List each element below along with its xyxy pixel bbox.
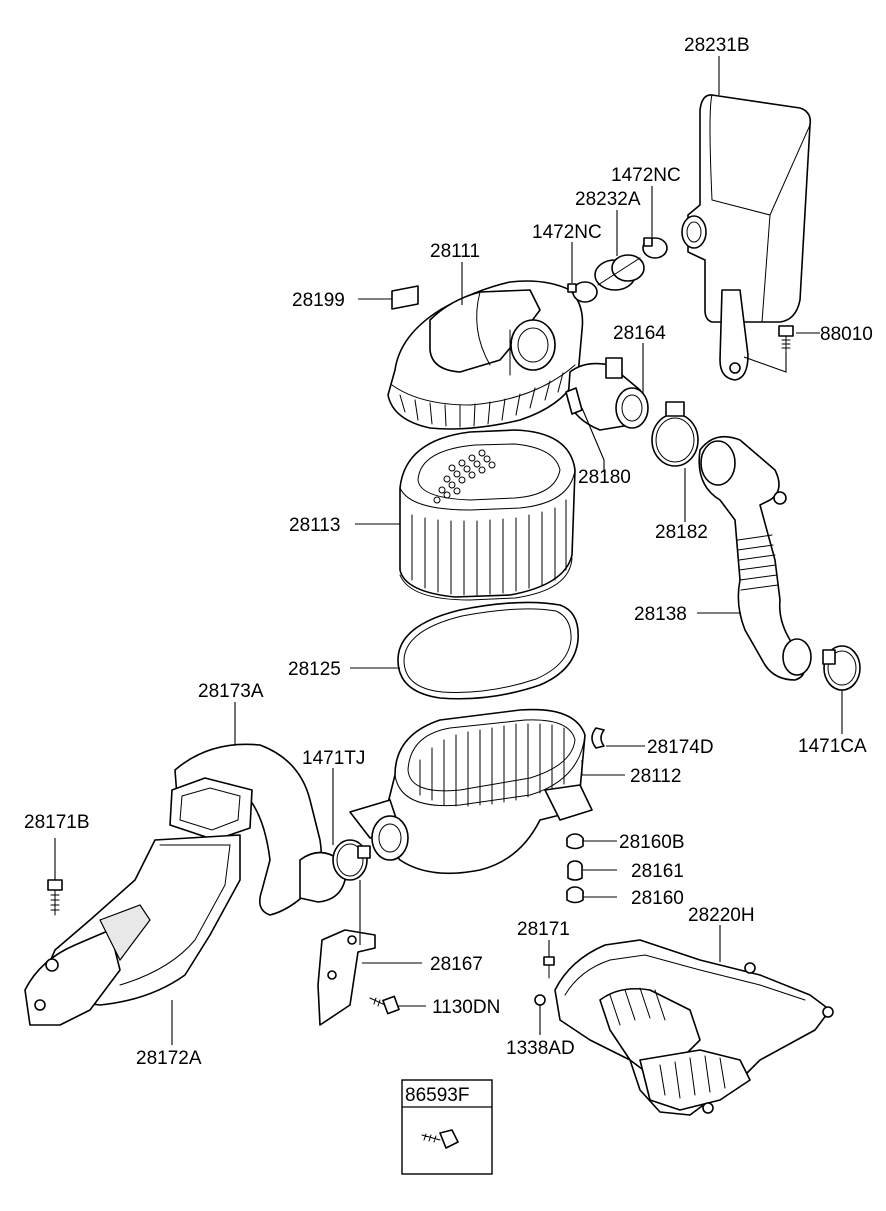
- label-28174D: 28174D: [647, 737, 714, 758]
- label-28160B: 28160B: [619, 832, 685, 853]
- label-1471CA: 1471CA: [798, 736, 867, 757]
- lower-housing-28112: [349, 708, 593, 875]
- label-1472NC-lower: 1472NC: [532, 222, 602, 243]
- label-28171: 28171: [517, 919, 570, 940]
- hose-clamp-1471TJ: [332, 839, 371, 881]
- intake-hose-28232A: [594, 254, 645, 291]
- label-88010: 88010: [820, 324, 873, 345]
- air-duct-28138: [698, 435, 812, 681]
- bolt-28171: [543, 956, 555, 979]
- lower-duct-28172A: [24, 834, 241, 1026]
- inset-box-86593F: [401, 1079, 493, 1175]
- label-28173A: 28173A: [198, 681, 264, 702]
- resonator-28231B: [681, 94, 812, 381]
- cover-28220H: [534, 939, 834, 1116]
- label-28232A: 28232A: [575, 189, 641, 210]
- bolt-28171B: [47, 879, 63, 916]
- label-28111: 28111: [430, 241, 480, 262]
- label-28171B: 28171B: [24, 812, 90, 833]
- filter-perforation-holes: [433, 449, 496, 504]
- upper-housing-28111: [387, 280, 584, 430]
- label-28113: 28113: [289, 515, 340, 536]
- label-1471TJ: 1471TJ: [302, 748, 365, 769]
- hose-clamp-1471CA: [822, 645, 861, 691]
- label-28112: 28112: [630, 766, 681, 787]
- label-tag-28199: [391, 285, 419, 310]
- bolt-1130DN: [369, 995, 400, 1015]
- label-28160: 28160: [631, 888, 684, 909]
- label-28161: 28161: [631, 861, 684, 882]
- label-28180: 28180: [578, 467, 631, 488]
- label-28220H: 28220H: [688, 905, 755, 926]
- label-28199: 28199: [292, 290, 345, 311]
- bracket-28167: [317, 929, 376, 1026]
- nut-28160: [566, 886, 584, 904]
- gasket-28125: [397, 601, 579, 700]
- part-labels: 28231B 1472NC 28232A 1472NC 28111 28199 …: [24, 35, 873, 1106]
- label-28182: 28182: [655, 522, 708, 543]
- hose-clamp-28182: [651, 401, 699, 467]
- label-1338AD: 1338AD: [506, 1038, 575, 1059]
- label-28164: 28164: [613, 323, 666, 344]
- label-28138: 28138: [634, 604, 687, 625]
- nut-28160B: [566, 833, 584, 850]
- hose-clamps-1472NC: [567, 237, 668, 303]
- bolt-88010: [778, 325, 794, 353]
- clip-28174D: [591, 727, 605, 749]
- label-1130DN: 1130DN: [432, 997, 500, 1018]
- filter-element-28113: [399, 429, 576, 601]
- spacer-28161: [567, 860, 583, 881]
- label-86593F: 86593F: [405, 1085, 469, 1106]
- label-28172A: 28172A: [136, 1048, 202, 1069]
- label-28167: 28167: [430, 954, 483, 975]
- inlet-duct-28173A: [169, 743, 346, 916]
- label-28125: 28125: [288, 659, 341, 680]
- label-28231B: 28231B: [684, 35, 750, 56]
- air-flow-sensor-28164: [565, 357, 649, 431]
- leader-lines: [54, 56, 843, 1045]
- label-1472NC-upper: 1472NC: [611, 165, 681, 186]
